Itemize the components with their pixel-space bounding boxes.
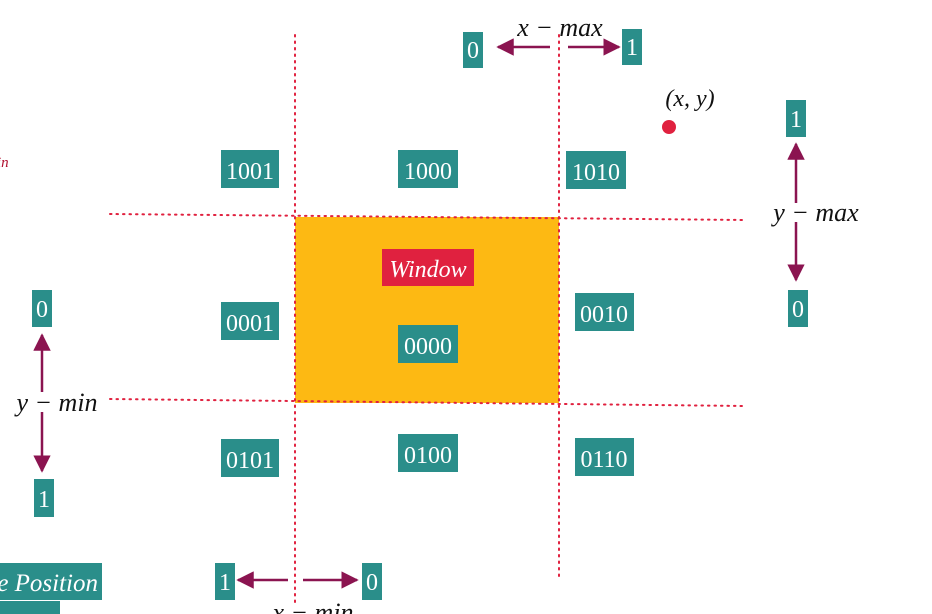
cropped-banner-text: e Position — [0, 570, 98, 597]
x-max-label: x − max — [516, 13, 603, 42]
point-label: (x, y) — [665, 86, 714, 112]
boundary-lines — [109, 34, 746, 606]
y-min-top-value: 0 — [36, 297, 48, 323]
y-max-line — [109, 213, 746, 221]
x-min-right-badge — [362, 563, 382, 600]
x-min-right-value: 0 — [366, 570, 378, 596]
cropped-banner-lower — [0, 601, 60, 614]
y-min-top-badge — [32, 290, 52, 327]
y-max-bottom-value: 0 — [792, 297, 804, 323]
y-max-indicator: 1 y − max 0 — [770, 100, 859, 327]
x-min-label: x − min — [271, 598, 353, 614]
code-bottom-right: 0110 — [580, 447, 627, 473]
code-top-left: 1001 — [226, 159, 274, 185]
code-badge-bottom — [398, 434, 458, 472]
region-codes: 1001 1000 1010 0001 0000 0010 0101 0100 … — [221, 150, 634, 477]
y-min-bottom-value: 1 — [38, 487, 50, 513]
x-min-left-badge — [215, 563, 235, 600]
code-badge-center — [398, 325, 458, 363]
cropped-left-text: in — [0, 155, 9, 171]
code-center: 0000 — [404, 334, 452, 360]
x-max-right-badge — [622, 29, 642, 65]
cropped-banner — [0, 563, 102, 600]
code-bottom-left: 0101 — [226, 448, 274, 474]
point-dot — [662, 120, 676, 134]
code-right: 0010 — [580, 302, 628, 328]
window-label-bg — [382, 249, 474, 286]
y-min-label: y − min — [13, 388, 97, 417]
code-badge-top-left — [221, 150, 279, 188]
y-max-top-value: 1 — [790, 107, 802, 133]
code-top: 1000 — [404, 159, 452, 185]
code-badge-bottom-right — [575, 438, 634, 476]
window-label: Window — [389, 257, 466, 283]
y-max-label: y − max — [770, 198, 859, 227]
code-badge-right — [575, 293, 634, 331]
code-badge-left — [221, 302, 279, 340]
code-left: 0001 — [226, 311, 274, 337]
x-min-indicator: 1 0 x − min — [215, 563, 382, 614]
x-max-left-badge — [463, 32, 483, 68]
code-badge-bottom-left — [221, 439, 279, 477]
code-bottom: 0100 — [404, 443, 452, 469]
x-min-left-value: 1 — [219, 570, 231, 596]
point-marker: (x, y) — [662, 86, 715, 134]
y-max-top-badge — [786, 100, 806, 137]
y-min-line — [109, 398, 746, 407]
x-max-indicator: x − max 0 1 — [463, 13, 642, 68]
x-max-right-value: 1 — [626, 35, 638, 61]
code-badge-top-right — [566, 151, 626, 189]
y-min-indicator: 0 y − min 1 — [13, 290, 98, 517]
y-min-bottom-badge — [34, 479, 54, 517]
code-top-right: 1010 — [572, 160, 620, 186]
code-badge-top — [398, 150, 458, 188]
clip-window — [295, 217, 559, 403]
x-max-left-value: 0 — [467, 38, 479, 64]
y-max-bottom-badge — [788, 290, 808, 327]
